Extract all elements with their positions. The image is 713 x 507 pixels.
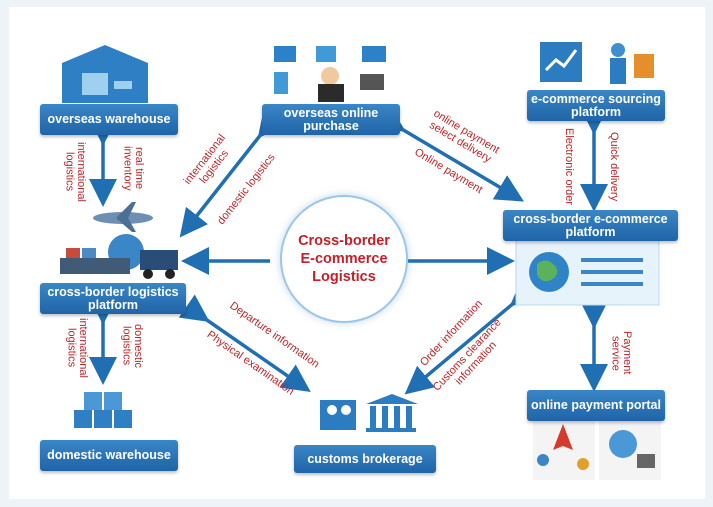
warehouse-icon xyxy=(60,45,150,103)
center-title: Cross-border E-commerce Logistics xyxy=(280,195,408,323)
label-electronic-order: Electronic order xyxy=(563,128,575,206)
label-quick-delivery: Quick delivery xyxy=(608,132,620,202)
airplane-icon xyxy=(88,200,158,234)
arrow-purchase-logistics xyxy=(179,107,286,238)
center-title-line2: E-commerce xyxy=(300,251,388,267)
arrow-ecommerce-customs xyxy=(404,277,541,395)
domestic-warehouse-node: domestic warehouse xyxy=(40,440,178,471)
customs-icon xyxy=(318,392,418,434)
label-payment-service: Payment service xyxy=(609,331,634,375)
customs-brokerage-node: customs brokerage xyxy=(294,445,436,473)
overseas-warehouse-node: overseas warehouse xyxy=(40,104,178,135)
arrow-purchase-ecommerce xyxy=(374,105,525,202)
ecommerce-sourcing-platform-node: e-commerce sourcing platform xyxy=(527,90,665,121)
label-real-time-inventory: real time inventory xyxy=(121,145,146,191)
center-title-line3: Logistics xyxy=(312,269,376,285)
ecommerce-screen-icon xyxy=(515,238,660,306)
cross-border-ecommerce-platform-node: cross-border e-commerce platform xyxy=(503,210,678,241)
label-international-logistics-upper: international logistics xyxy=(63,142,88,202)
online-purchase-icon xyxy=(270,44,395,104)
label-domestic-logistics-lower: domestic logistics xyxy=(120,323,145,369)
online-payment-portal-node: online payment portal xyxy=(527,390,665,421)
payment-portal-icon xyxy=(533,420,663,482)
boxes-icon xyxy=(70,388,140,433)
sourcing-icon xyxy=(538,40,658,90)
arrow-logistics-customs xyxy=(178,294,311,392)
label-international-logistics-lower: international logistics xyxy=(65,318,90,378)
cross-border-logistics-platform-node: cross-border logistics platform xyxy=(40,283,186,314)
center-title-line1: Cross-border xyxy=(298,233,390,249)
cargo-ship-icon xyxy=(58,232,183,284)
overseas-online-purchase-node: overseas online purchase xyxy=(262,104,400,135)
